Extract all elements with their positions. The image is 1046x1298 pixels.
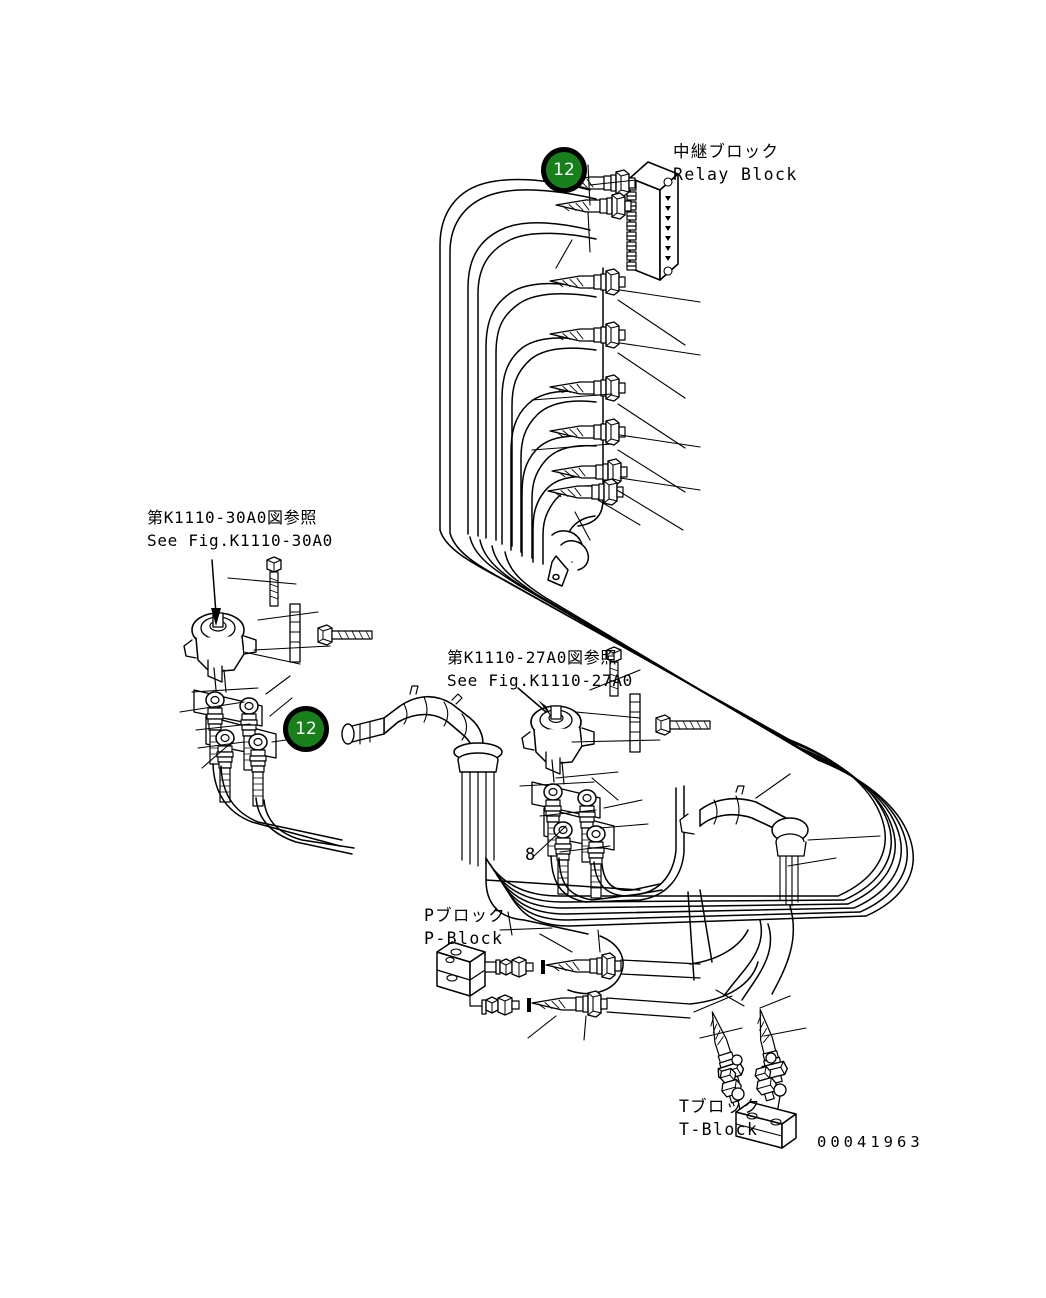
p-block-assembly [436,941,701,1019]
t-block-assembly [698,1005,797,1149]
center-valve-leaders [519,669,661,857]
right-hose-loop [789,739,914,917]
relay-block-label-jp: 中継ブロック [673,142,780,161]
p-block-label-jp: Pブロック [424,906,506,925]
right-hose-coupling [679,785,809,907]
hose-clamp-bracket [547,530,590,587]
callout-badge-12-left[interactable]: 12 [283,706,329,752]
relay-hose-lines [439,178,604,565]
see-fig-k1110-30a0-label-jp: 第K1110-30A0図参照 [147,508,318,527]
item-number-8: 8 [525,845,536,865]
p-block-return-lines [689,929,759,1005]
t-block-label-en: T-Block [679,1120,759,1139]
t-block-leaders [693,989,807,1039]
lower-return-bundle [485,857,867,927]
center-elbow-hose [341,685,503,867]
callout-badge-12-top[interactable]: 12 [541,147,587,193]
p-block-label-en: P-Block [424,929,504,948]
see-fig-k1110-27a0-label-jp: 第K1110-27A0図参照 [447,648,618,667]
center-valve-bolts [606,646,711,753]
bottom-edge-lines [485,879,713,981]
center-valve-hoses [550,785,685,903]
relay-block-label-en: Relay Block [673,165,798,184]
see-fig-k1110-27a0-label-en: See Fig.K1110-27A0 [447,671,633,690]
see-fig-k1110-30a0-label-en: See Fig.K1110-30A0 [147,531,333,550]
t-block-label-jp: Tブロック [679,1097,761,1116]
left-valve-hoses [212,763,355,855]
main-hose-bundle [439,529,819,761]
left-valve-leaders [179,577,331,769]
relay-leader-lines [531,164,701,541]
t-block-hose-run [723,905,795,1001]
left-control-valve [183,559,277,759]
drawing-number: 00041963 [817,1133,924,1151]
right-hose-leaders [755,773,881,867]
p-block-leaders [499,911,601,1041]
p-block-hose-run [485,857,624,995]
